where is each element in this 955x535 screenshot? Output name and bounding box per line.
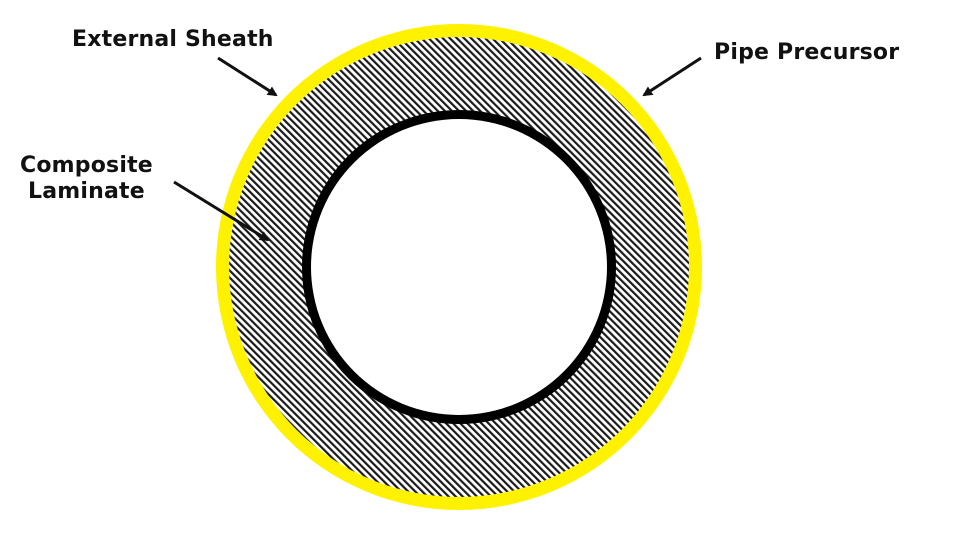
composite-laminate-label-line2: Laminate xyxy=(28,179,145,204)
pipe-bore xyxy=(311,119,607,415)
pipe-precursor-arrow xyxy=(642,56,702,97)
composite-laminate-label: Composite Laminate xyxy=(20,153,153,205)
pipe-precursor-label: Pipe Precursor xyxy=(714,40,900,65)
composite-laminate-arrow xyxy=(173,180,270,242)
external-sheath-arrow xyxy=(217,56,278,97)
external-sheath-label: External Sheath xyxy=(72,27,274,52)
composite-laminate-label-line1: Composite xyxy=(20,153,153,178)
